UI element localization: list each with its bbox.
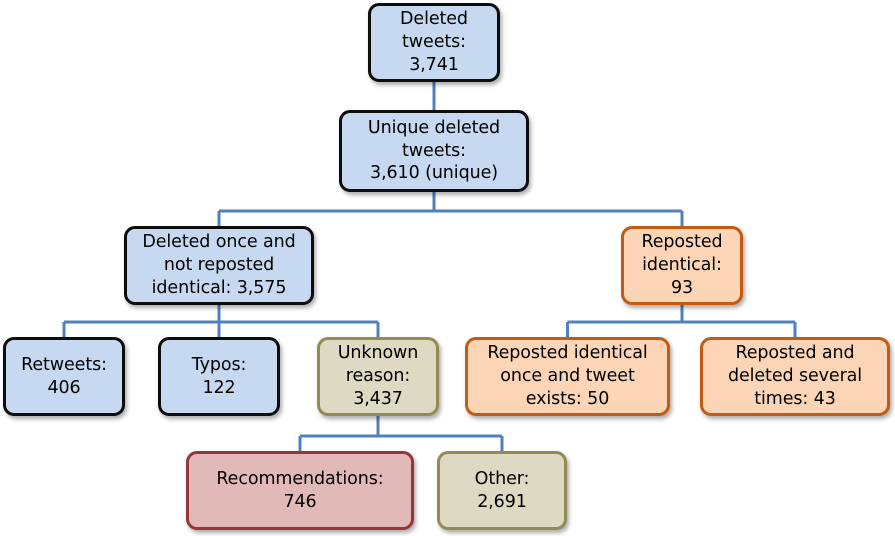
node-text-line: tweets: (402, 32, 466, 53)
node-text-line: 122 (202, 377, 236, 398)
node-label: Retweets:406 (12, 354, 116, 400)
node-text-line: 3,741 (409, 54, 459, 75)
node-text-line: reason: (345, 366, 411, 387)
node-other[interactable]: Other:2,691 (437, 451, 567, 530)
node-typos[interactable]: Typos:122 (158, 337, 280, 416)
node-text-line: Recommendations: (216, 468, 384, 489)
node-text-line: 406 (47, 377, 81, 398)
node-text-line: once and tweet (500, 366, 635, 387)
node-text-line: identical: 3,575 (151, 277, 287, 298)
node-text-line: not reposted (163, 255, 275, 276)
node-text-line: 93 (670, 277, 694, 298)
node-text-line: 2,691 (477, 491, 527, 512)
node-text-line: Deleted (400, 9, 468, 30)
node-text-line: Unique deleted (367, 117, 501, 138)
node-label: Other:2,691 (446, 468, 558, 514)
node-text-line: deleted several (727, 366, 863, 387)
node-text-line: Deleted once and (142, 232, 296, 253)
node-recommendations[interactable]: Recommendations:746 (186, 451, 414, 530)
node-text-line: Reposted identical (487, 343, 648, 364)
node-label: Recommendations:746 (195, 468, 405, 514)
node-text-line: tweets: (402, 140, 466, 161)
node-text-line: 746 (283, 491, 317, 512)
node-text-line: Reposted (641, 232, 723, 253)
node-text-line: 3,610 (unique) (370, 163, 498, 184)
node-text-line: Unknown (337, 343, 419, 364)
node-text-line: Reposted and (735, 343, 855, 364)
node-text-line: Other: (474, 468, 530, 489)
node-retweets[interactable]: Retweets:406 (3, 337, 125, 416)
node-text-line: Typos: (191, 354, 247, 375)
node-text-line: Retweets: (21, 354, 107, 375)
node-text-line: exists: 50 (525, 388, 610, 409)
node-text-line: times: 43 (754, 388, 836, 409)
node-label: Typos:122 (167, 354, 271, 400)
node-text-line: identical: (642, 255, 722, 276)
node-text-line: 3,437 (353, 388, 403, 409)
